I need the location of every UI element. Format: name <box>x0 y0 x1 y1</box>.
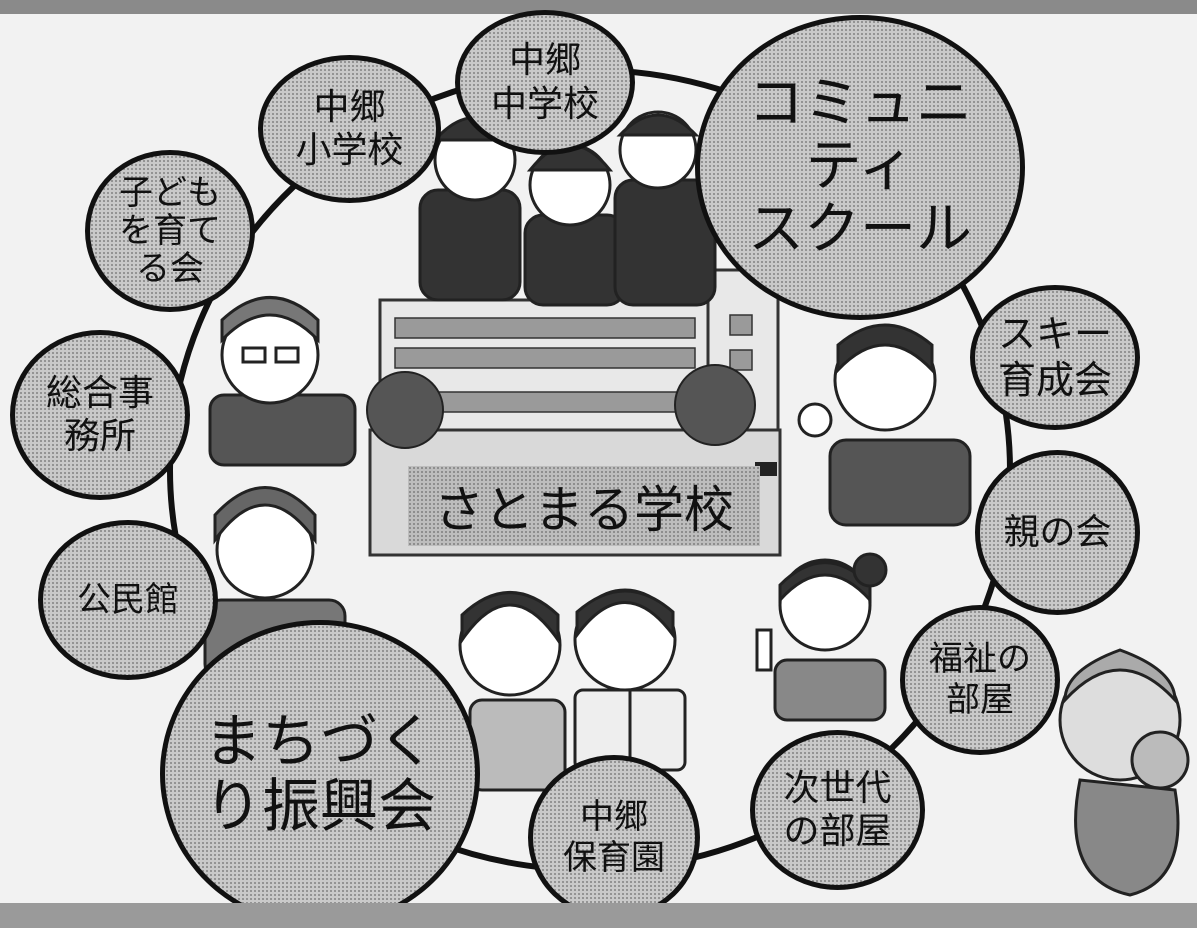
node-label: 親の会 <box>1003 511 1112 553</box>
header-band <box>0 0 1197 14</box>
node-next-gen: 次世代 の部屋 <box>750 730 925 890</box>
footer-band <box>0 903 1197 928</box>
elderly-man-illustration <box>208 296 357 467</box>
node-ski: スキー 育成会 <box>970 285 1140 430</box>
node-nursery: 中郷 保育園 <box>528 755 700 920</box>
node-office: 総合事 務所 <box>10 330 190 500</box>
woman-pointing-illustration <box>755 552 888 722</box>
node-label: スキー 育成会 <box>997 311 1112 402</box>
node-nakago-jhs: 中郷 中学校 <box>455 10 635 155</box>
node-label: コミュニ ティ スクール <box>748 71 972 262</box>
node-kominkan: 公民館 <box>38 520 218 680</box>
node-label: 次世代 の部屋 <box>783 767 892 852</box>
node-label: 中郷 保育園 <box>563 796 665 878</box>
node-community-school: コミュニ ティ スクール <box>695 15 1025 320</box>
mascot-illustration <box>1058 648 1190 897</box>
center-label: さとまる学校 <box>408 466 760 546</box>
node-label: 福祉の 部屋 <box>929 639 1031 720</box>
node-label: 中郷 中学校 <box>490 40 599 125</box>
node-label: 総合事 務所 <box>45 372 154 457</box>
node-nakago-es: 中郷 小学校 <box>258 55 441 203</box>
node-label: 公民館 <box>77 579 179 620</box>
node-welfare: 福祉の 部屋 <box>900 605 1060 755</box>
children-reading-illustration <box>458 588 687 792</box>
teacher-man-illustration <box>797 323 972 527</box>
node-label: 子ども を育て る会 <box>119 172 221 290</box>
node-label: まちづく り振興会 <box>203 707 436 840</box>
node-child-raising: 子ども を育て る会 <box>85 150 255 312</box>
node-label: 中郷 小学校 <box>295 86 404 171</box>
node-machizukuri: まちづく り振興会 <box>160 620 480 928</box>
node-parents: 親の会 <box>975 450 1140 615</box>
